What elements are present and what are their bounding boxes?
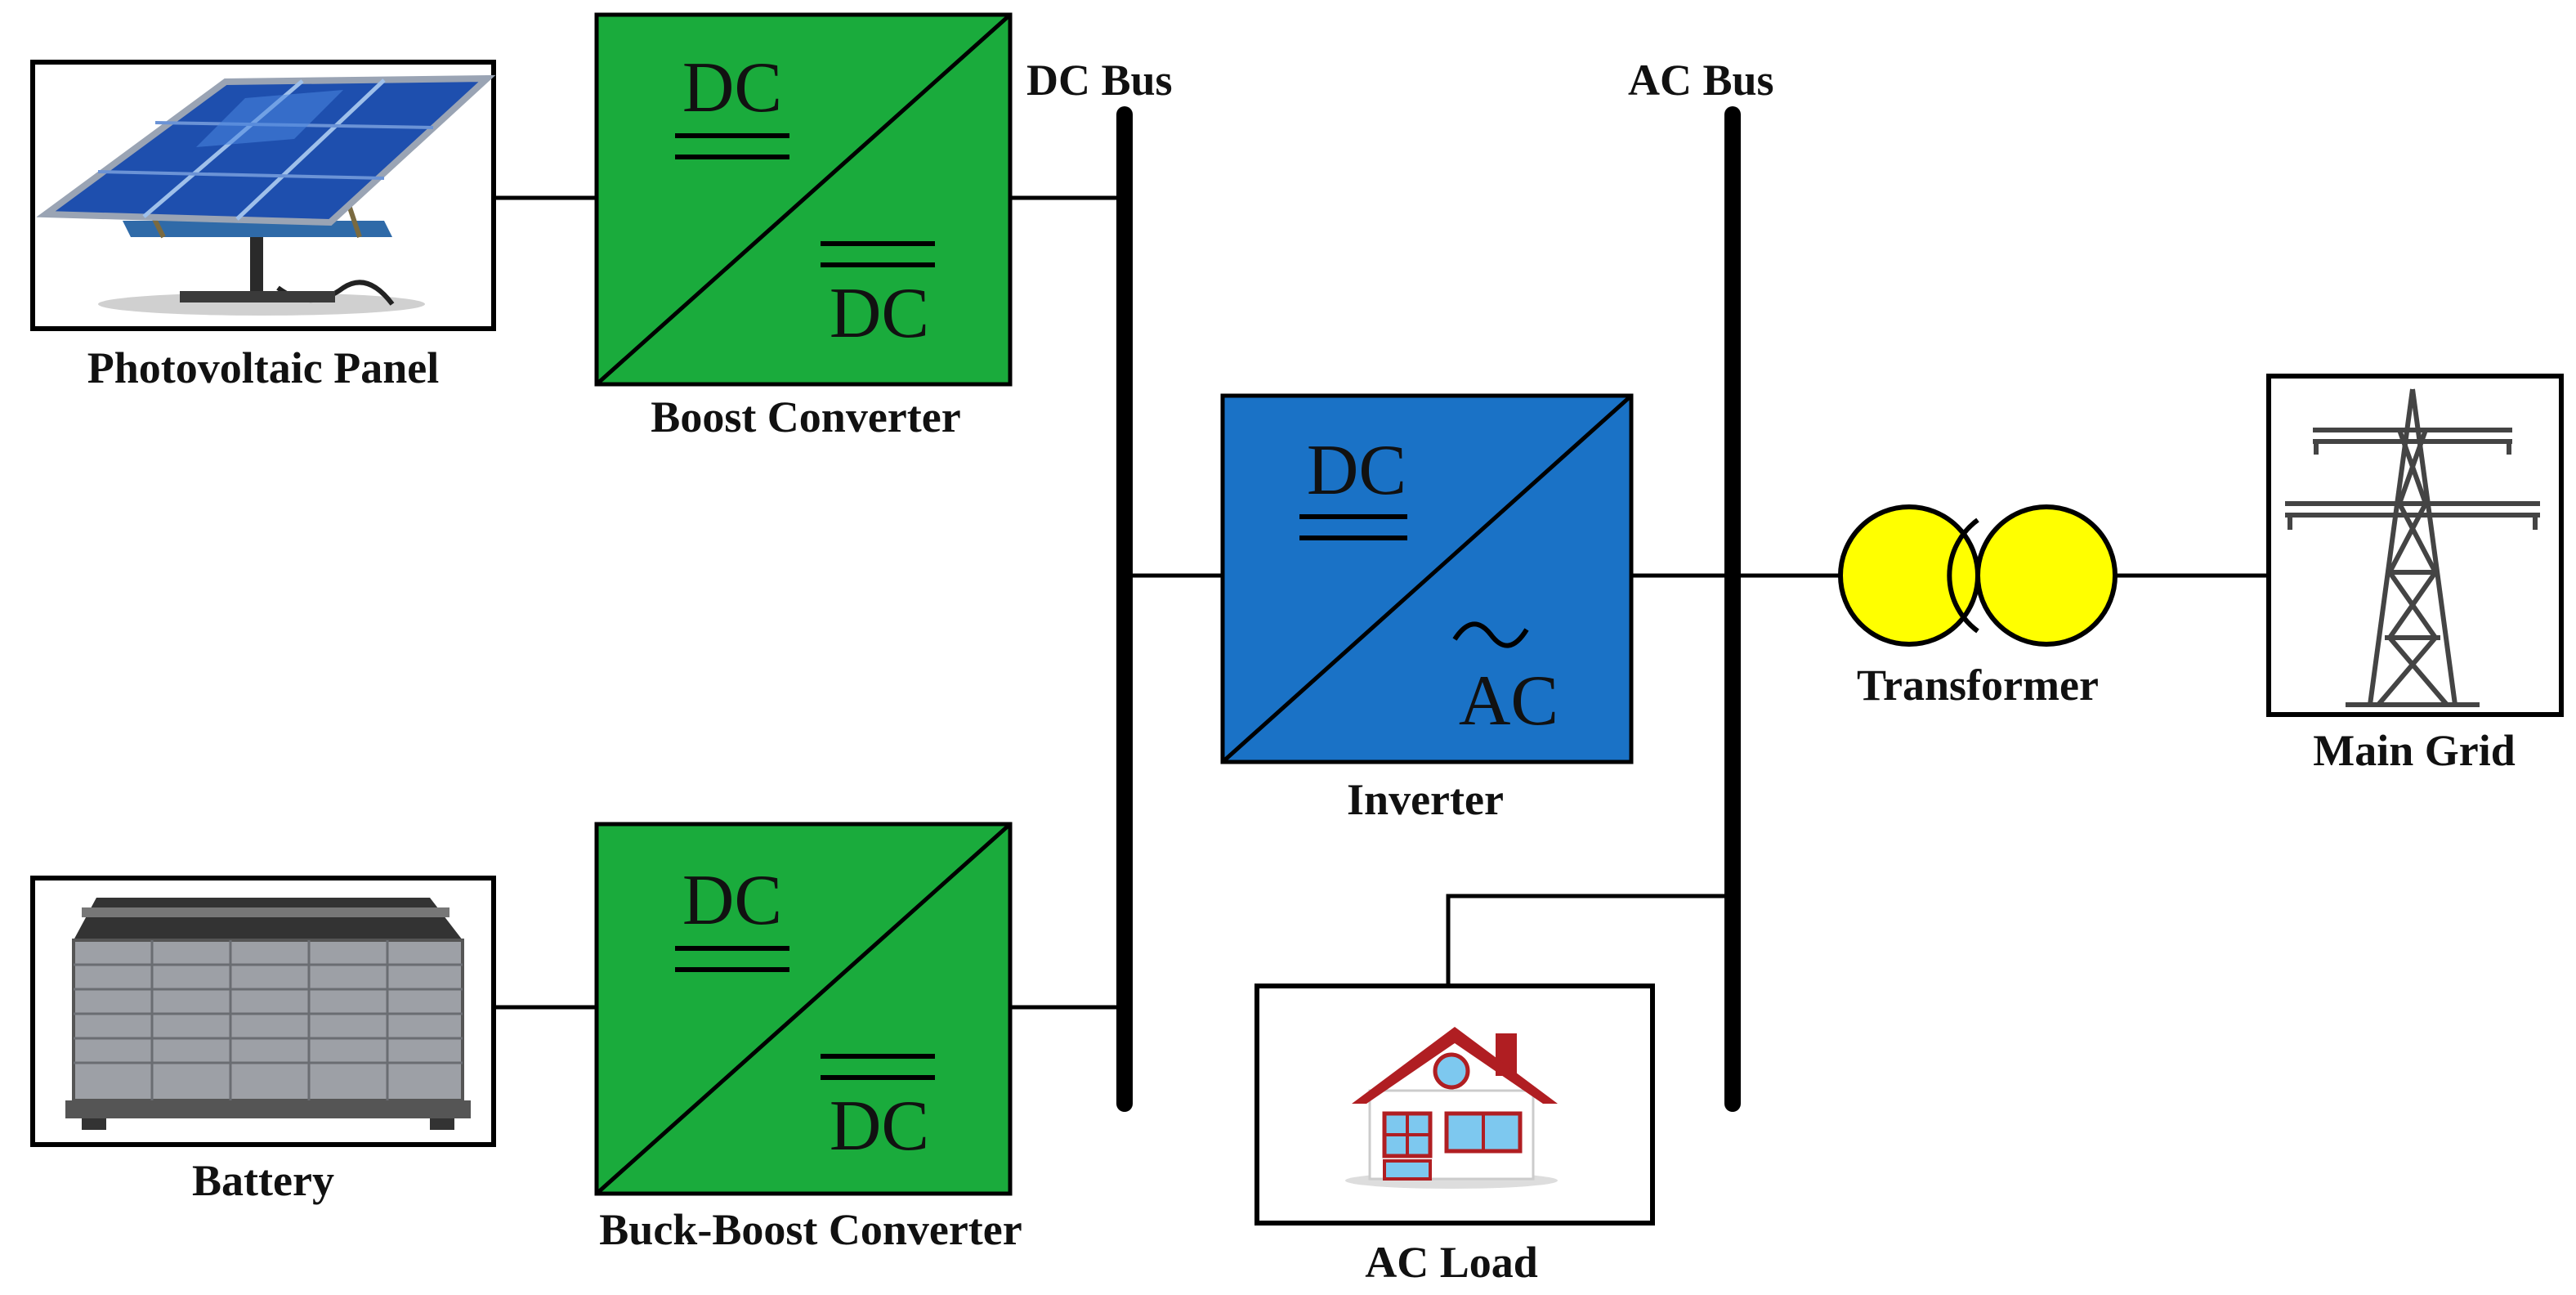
inverter-label: Inverter — [1347, 775, 1504, 824]
transformer — [1838, 504, 2118, 647]
transformer-coil-primary — [1838, 504, 1980, 647]
boost-converter: DC DC — [594, 12, 1013, 387]
buck-boost-converter: DC DC — [594, 822, 1013, 1196]
battery-label: Battery — [192, 1156, 334, 1205]
dc-bus-label: DC Bus — [1026, 56, 1173, 105]
pv-panel-label: Photovoltaic Panel — [87, 343, 439, 392]
inverter-output-label: AC — [1459, 661, 1559, 741]
transformer-label: Transformer — [1857, 661, 2099, 710]
inverter: DC AC — [1220, 393, 1634, 764]
ac-load-label: AC Load — [1365, 1238, 1538, 1287]
inverter-input-label: DC — [1307, 431, 1407, 510]
transmission-tower-icon — [2285, 388, 2540, 707]
wire-acbus-load — [1446, 894, 1733, 986]
buck-boost-output-label: DC — [830, 1087, 929, 1166]
boost-input-label: DC — [682, 48, 782, 128]
solar-panel-icon — [36, 74, 496, 316]
buck-boost-input-label: DC — [682, 861, 782, 940]
main-grid-label: Main Grid — [2313, 726, 2516, 775]
wires — [494, 195, 2269, 1010]
ac-bus-label: AC Bus — [1628, 56, 1774, 105]
battery-pack-icon — [65, 898, 471, 1130]
boost-converter-label: Boost Converter — [651, 392, 960, 441]
sine-wave-icon — [1452, 621, 1529, 648]
boost-output-label: DC — [830, 274, 929, 353]
buck-boost-converter-label: Buck-Boost Converter — [599, 1205, 1022, 1254]
transformer-coil-secondary — [1975, 504, 2118, 647]
house-icon — [1345, 1027, 1558, 1189]
